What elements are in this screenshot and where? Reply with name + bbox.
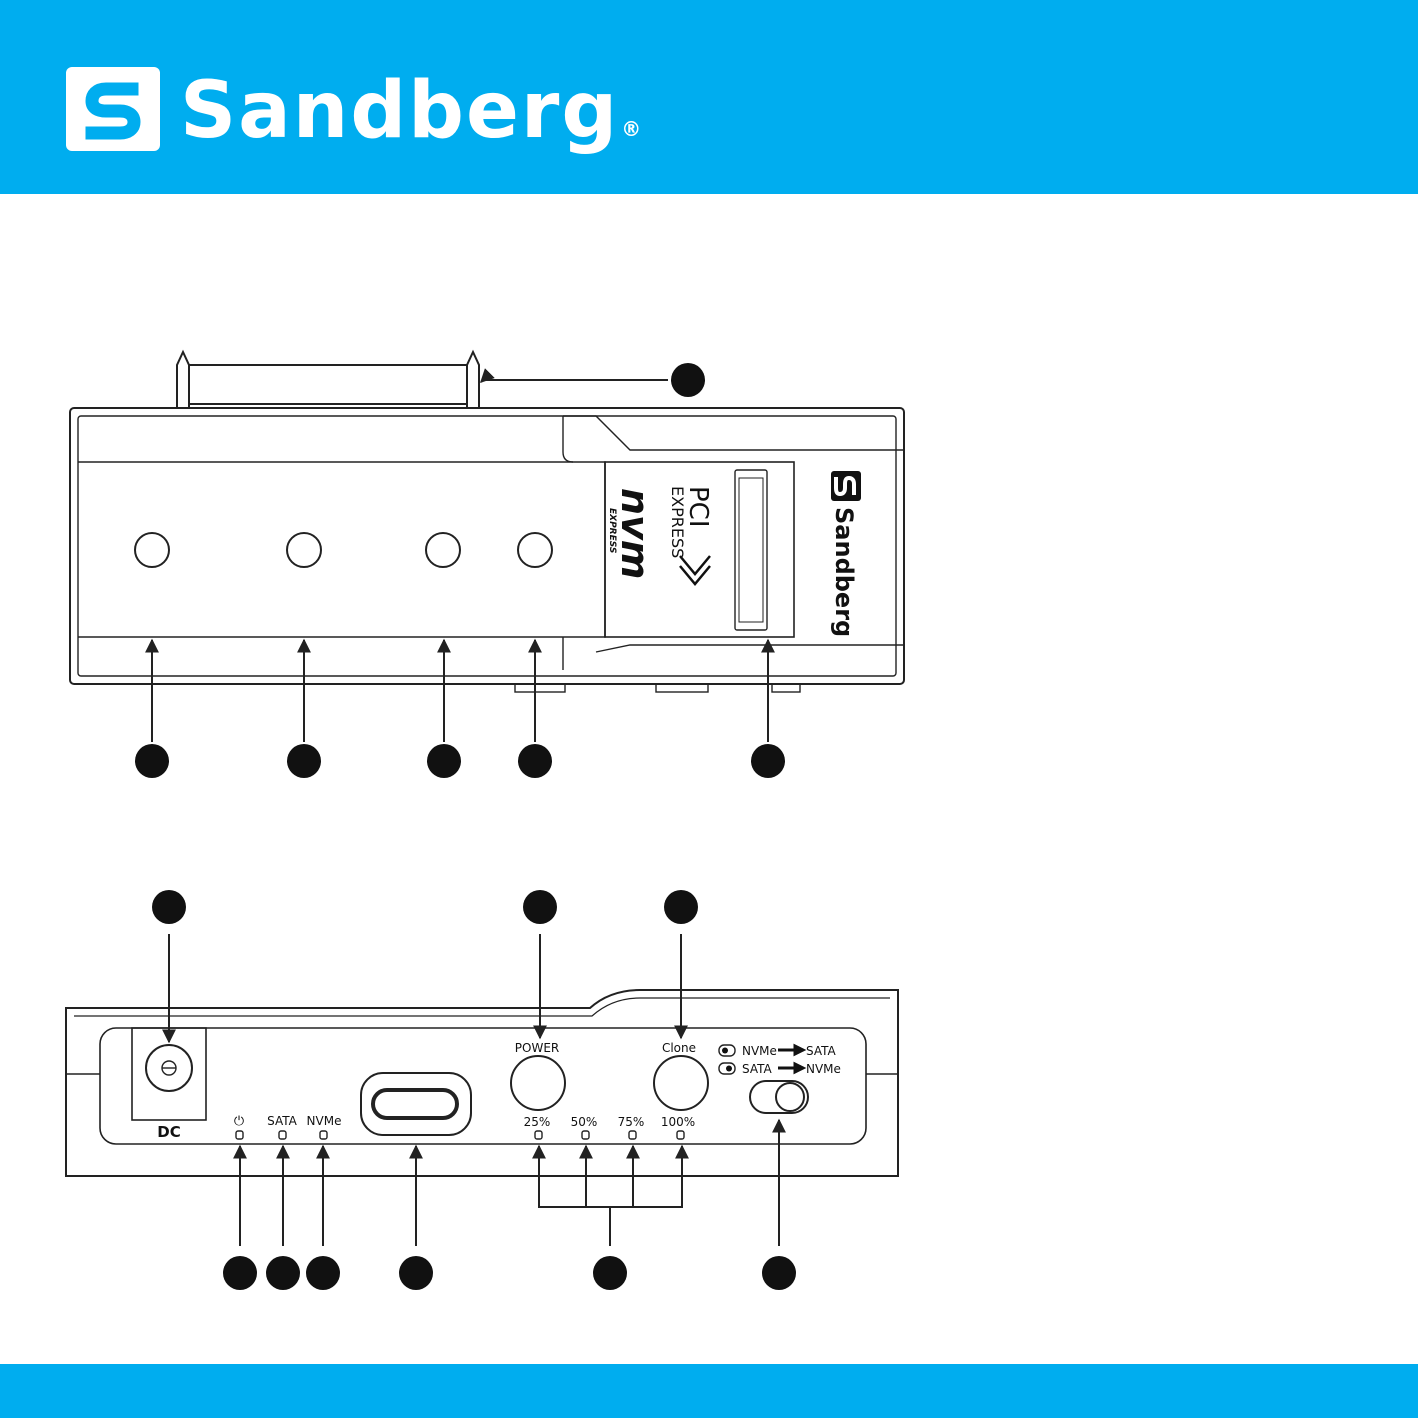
- callout-dot-latch: [751, 744, 785, 778]
- pci-express-label: EXPRESS: [668, 486, 687, 558]
- drive-tray: [78, 462, 605, 637]
- nvm-express-logo: nvm EXPRESS: [607, 488, 657, 579]
- standoff-pins: [177, 352, 479, 408]
- nvm-express-label: EXPRESS: [607, 508, 617, 553]
- dock-body-front: [66, 990, 898, 1176]
- front-view-callouts: [169, 934, 779, 1246]
- progress-label-100: 100%: [661, 1115, 695, 1129]
- front-view-drawing: [66, 990, 898, 1176]
- callout-dot-2242: [427, 744, 461, 778]
- top-view-markers: [135, 363, 785, 778]
- callout-dot-standoff: [671, 363, 705, 397]
- progress-label-50: 50%: [571, 1115, 598, 1129]
- callout-dot-usb-c: [399, 1256, 433, 1290]
- screw-hole-2260: [287, 533, 321, 567]
- led-nvme: [320, 1131, 327, 1139]
- callout-dot-progress: [593, 1256, 627, 1290]
- pci-express-logo: PCI EXPRESS: [668, 486, 713, 584]
- clone-button: [654, 1056, 708, 1110]
- callout-dot-dc: [152, 890, 186, 924]
- led-75: [629, 1131, 636, 1139]
- screw-hole-2280: [135, 533, 169, 567]
- callout-dot-2260: [287, 744, 321, 778]
- led-100: [677, 1131, 684, 1139]
- screw-hole-2230: [518, 533, 552, 567]
- top-view-callouts: [152, 380, 768, 742]
- callout-dot-power-button: [523, 890, 557, 924]
- usb-c-port: [373, 1090, 457, 1118]
- progress-label-25: 25%: [524, 1115, 551, 1129]
- callout-dot-2230: [518, 744, 552, 778]
- nvm-label: nvm: [613, 488, 657, 579]
- nvme-led-label: NVMe: [307, 1114, 342, 1128]
- dc-label: DC: [157, 1123, 180, 1141]
- ssd-latch: [735, 470, 767, 630]
- callout-dot-led-sata: [266, 1256, 300, 1290]
- callout-dot-2280: [135, 744, 169, 778]
- power-button: [511, 1056, 565, 1110]
- mode2-source-label: SATA: [742, 1062, 773, 1076]
- led-power: [236, 1131, 243, 1139]
- mode1-source-label: NVMe: [742, 1044, 777, 1058]
- led-50: [582, 1131, 589, 1139]
- callout-dot-led-nvme: [306, 1256, 340, 1290]
- callout-dot-switch: [762, 1256, 796, 1290]
- top-brand-mark: Sandberg: [830, 471, 861, 637]
- footer-background: [0, 1364, 1418, 1418]
- callout-bracket-progress: [539, 1160, 682, 1246]
- top-view-drawing: [70, 352, 905, 692]
- led-sata: [279, 1131, 286, 1139]
- clone-button-label: Clone: [662, 1041, 696, 1055]
- sata-led-label: SATA: [267, 1114, 298, 1128]
- progress-label-75: 75%: [618, 1115, 645, 1129]
- front-view-markers: [152, 890, 796, 1290]
- brand-footer: [0, 1364, 1418, 1418]
- callout-dot-led-power: [223, 1256, 257, 1290]
- screw-hole-2242: [426, 533, 460, 567]
- power-button-label: POWER: [515, 1041, 559, 1055]
- top-brand-label: Sandberg: [830, 507, 858, 637]
- mode1-target-label: SATA: [806, 1044, 837, 1058]
- mode2-target-label: NVMe: [806, 1062, 841, 1076]
- power-symbol-label: ⏻: [234, 1114, 244, 1129]
- led-25: [535, 1131, 542, 1139]
- usb-c-surround: [361, 1073, 471, 1135]
- callout-dot-clone-button: [664, 890, 698, 924]
